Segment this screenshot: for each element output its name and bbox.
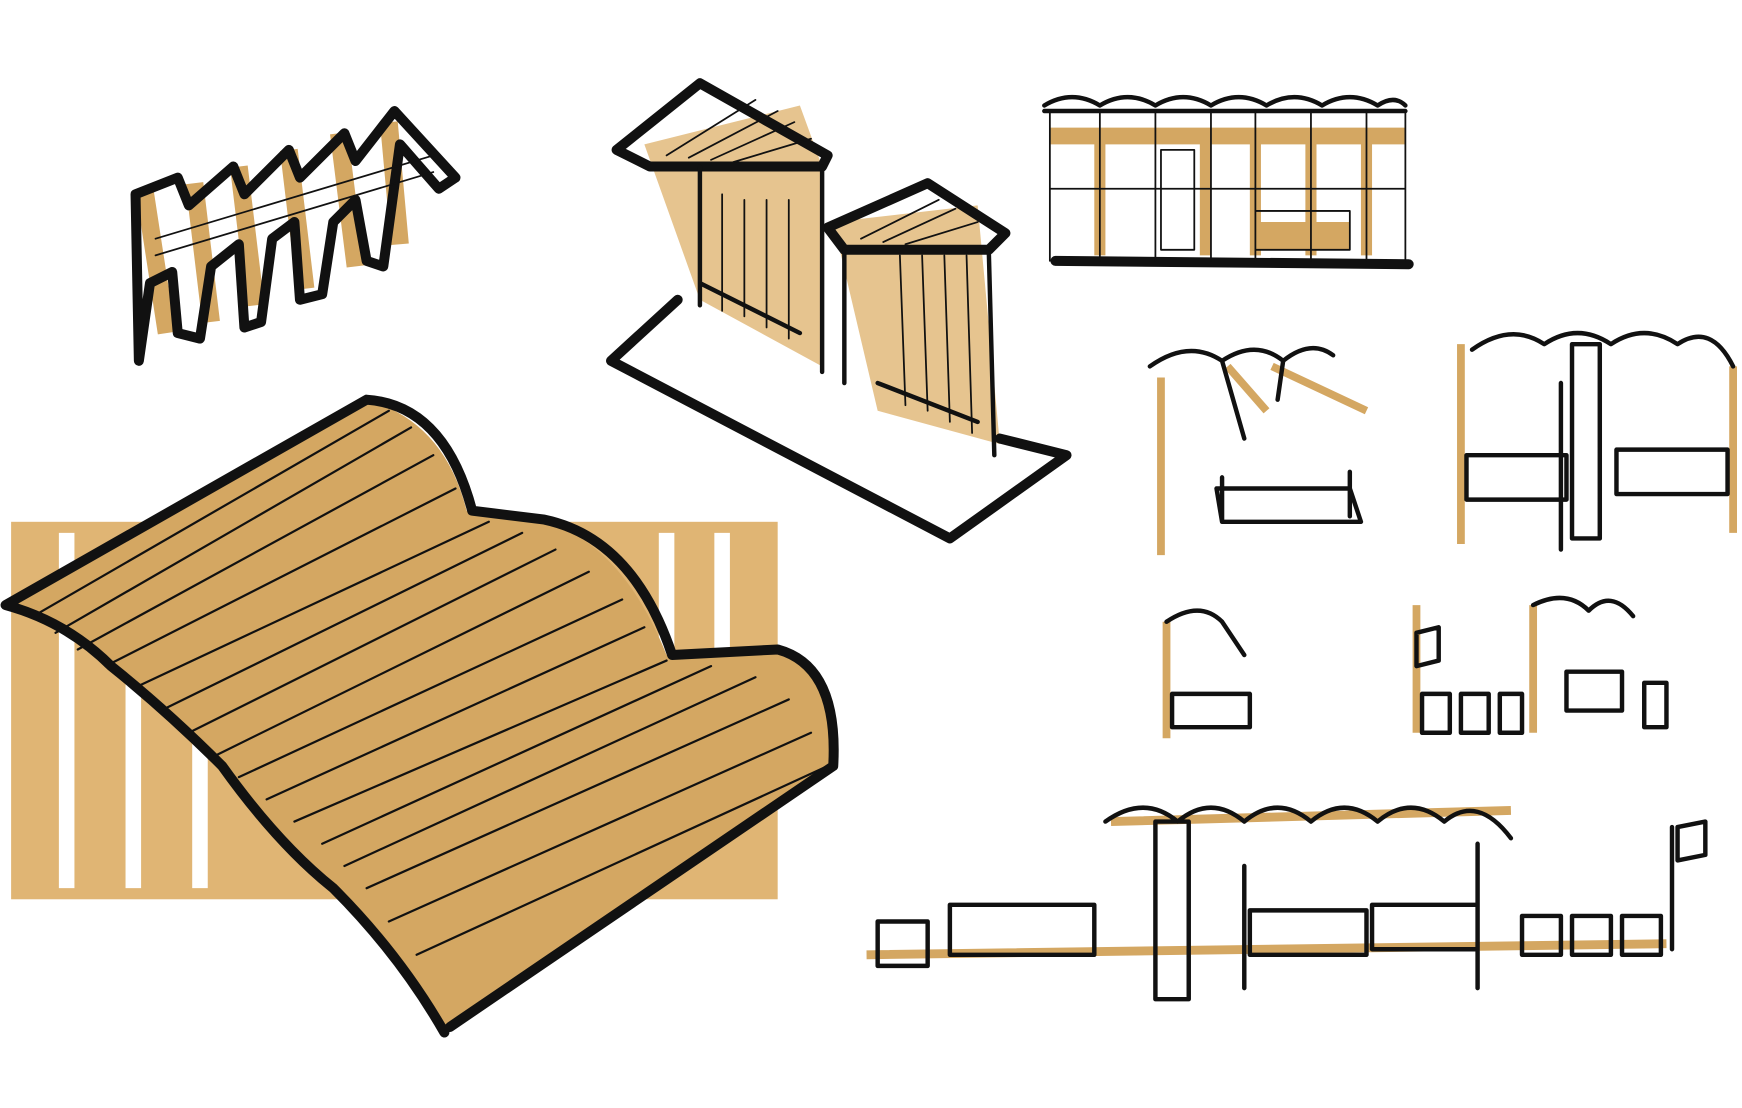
- concept-long-lines: [875, 805, 1708, 1002]
- shelter-slats: [665, 99, 979, 434]
- pergola-outline: [130, 106, 461, 366]
- concept-small-posts: [1162, 605, 1538, 739]
- shelter-perspective-sketch: [606, 78, 1072, 544]
- concept-a-lines: [1147, 346, 1364, 525]
- zigzag-pergola-sketch: [130, 106, 461, 366]
- shelter-concept-a: [1147, 346, 1369, 556]
- shelter-concept-long: [866, 805, 1708, 1002]
- concept-b-posts: [1457, 344, 1738, 545]
- elevation-lines: [1048, 110, 1407, 262]
- bench-surface: [11, 399, 834, 1033]
- elevation-ground: [1050, 255, 1414, 270]
- shelter-concept-b: [1457, 330, 1738, 552]
- concept-a-posts: [1157, 362, 1369, 556]
- shelter-base: [606, 294, 1072, 544]
- shelter-elevation-sketch: [1042, 94, 1414, 270]
- bench-outline: [0, 394, 839, 1038]
- concept-long-wood: [866, 806, 1667, 960]
- bench-slats: [32, 409, 829, 956]
- shelter-roof: [611, 78, 1011, 255]
- pergola-beam: [154, 154, 435, 257]
- elevation-wood-fill: [1049, 127, 1406, 256]
- concept-small-lines: [1164, 595, 1669, 735]
- concept-b-lines: [1464, 330, 1736, 552]
- shelter-frame: [697, 164, 997, 458]
- shelter-concept-small: [1162, 595, 1669, 739]
- elevation-roof: [1042, 94, 1408, 114]
- wavy-bench-sketch: [0, 394, 839, 1038]
